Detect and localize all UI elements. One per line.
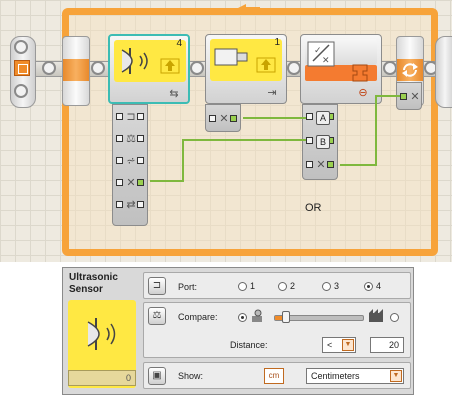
- near-icon: [252, 309, 262, 322]
- compare-row: ⚖ Compare: Distance: < ▼ 20: [143, 302, 411, 358]
- configuration-panel: Ultrasonic Sensor 0 ⊐ Port: 1 2 3 4 ⚖ Co…: [62, 267, 414, 395]
- wire-logic-to-loop: [340, 95, 400, 166]
- chevron-down-icon: ▼: [390, 370, 402, 382]
- start-icon[interactable]: [14, 60, 30, 76]
- connector: [91, 61, 105, 75]
- logic-output-icon: ✕: [219, 113, 229, 125]
- port-icon: ⊐: [126, 111, 136, 123]
- ultrasonic-sensor-icon: [121, 48, 148, 74]
- unit-select-value: Centimeters: [311, 371, 360, 381]
- svg-text:✓: ✓: [314, 46, 322, 56]
- display-icon: ▣: [148, 367, 166, 385]
- svg-text:✕: ✕: [322, 56, 330, 66]
- unit-button[interactable]: cm: [264, 368, 284, 384]
- connector: [14, 40, 28, 54]
- operator-select[interactable]: < ▼: [322, 337, 356, 353]
- block-counter: 0: [68, 370, 136, 386]
- compare-icon: ⚖: [148, 307, 166, 325]
- ultrasonic-data-hub[interactable]: ⊐ ⚖ ⩫ ✕ ⇄: [112, 104, 148, 226]
- logic-icon: ✓✕: [307, 41, 335, 67]
- program-canvas[interactable]: 4 ⇆ 1 ⇥ ✓✕ ⊖ ⊐: [0, 0, 452, 262]
- port-radio-1[interactable]: [238, 282, 247, 291]
- show-label: Show:: [178, 371, 204, 381]
- input-b-label: B: [316, 135, 330, 149]
- loop-start-pillar[interactable]: [62, 36, 90, 106]
- distance-input[interactable]: 20: [370, 337, 404, 353]
- port-radio-2[interactable]: [278, 282, 287, 291]
- operator-value: <: [327, 340, 333, 350]
- touch-sensor-icon: [214, 48, 248, 66]
- logic-block[interactable]: ✓✕ ⊖: [300, 34, 382, 104]
- slider-thumb[interactable]: [281, 311, 290, 323]
- distance-value: 20: [388, 340, 399, 350]
- chevron-down-icon: ▼: [342, 339, 354, 351]
- port-option-label: 3: [334, 281, 340, 291]
- distance-label: Distance:: [230, 340, 268, 350]
- hub-toggle-icon[interactable]: ⇆: [169, 88, 179, 100]
- port-option-label: 2: [290, 281, 296, 291]
- wait-up-arrow-icon: [160, 58, 180, 74]
- hub-toggle-icon[interactable]: ⇥: [267, 87, 277, 99]
- compare-near-radio[interactable]: [238, 313, 247, 322]
- compare-icon: ⚖: [126, 133, 136, 145]
- port-radio-4[interactable]: [364, 282, 373, 291]
- distance-icon: ⩫: [126, 155, 136, 167]
- show-row: ▣ Show: cm Centimeters ▼: [143, 362, 411, 389]
- end-rail: [435, 36, 452, 108]
- connector: [42, 61, 56, 75]
- loop-direction-arrow-icon: [238, 4, 260, 12]
- loop-cycle-icon: [402, 63, 418, 77]
- port-option-label: 1: [250, 281, 256, 291]
- wait-up-arrow-icon: [256, 57, 276, 73]
- value-icon: ⇄: [126, 199, 136, 211]
- port-icon: ⊐: [148, 277, 166, 295]
- operation-label: OR: [305, 202, 322, 214]
- compare-far-radio[interactable]: [390, 313, 399, 322]
- touch-data-hub[interactable]: ✕: [205, 104, 241, 132]
- distance-slider[interactable]: [274, 311, 364, 323]
- connector: [14, 84, 28, 98]
- port-row: ⊐ Port: 1 2 3 4: [143, 272, 411, 299]
- slider-fill: [275, 316, 286, 320]
- logic-output-icon: ✕: [126, 177, 136, 189]
- wire-ultrasonic-to-b: [150, 139, 306, 182]
- logic-output-icon: ✕: [316, 159, 326, 171]
- loop-data-hub[interactable]: ✕: [396, 82, 422, 110]
- port-label: Port:: [178, 282, 198, 292]
- unit-select[interactable]: Centimeters ▼: [306, 368, 404, 384]
- hub-toggle-icon[interactable]: ⊖: [358, 87, 368, 99]
- input-a-label: A: [316, 111, 330, 125]
- logic-input-icon: ✕: [410, 91, 420, 103]
- port-number: 4: [176, 38, 182, 49]
- port-number: 1: [274, 37, 280, 48]
- compare-label: Compare:: [178, 312, 218, 322]
- panel-title: Ultrasonic Sensor: [69, 272, 118, 295]
- port-radio-3[interactable]: [322, 282, 331, 291]
- data-wires: [150, 95, 400, 182]
- logic-operation-icon: [352, 64, 368, 82]
- connector: [190, 61, 204, 75]
- ultrasonic-sensor-block[interactable]: 4 ⇆: [108, 34, 190, 104]
- far-icon: [369, 309, 383, 322]
- port-option-label: 4: [376, 281, 382, 291]
- touch-sensor-block[interactable]: 1 ⇥: [205, 34, 287, 104]
- ultrasonic-sensor-icon: [87, 318, 116, 350]
- logic-data-hub[interactable]: A B ✕: [302, 104, 338, 180]
